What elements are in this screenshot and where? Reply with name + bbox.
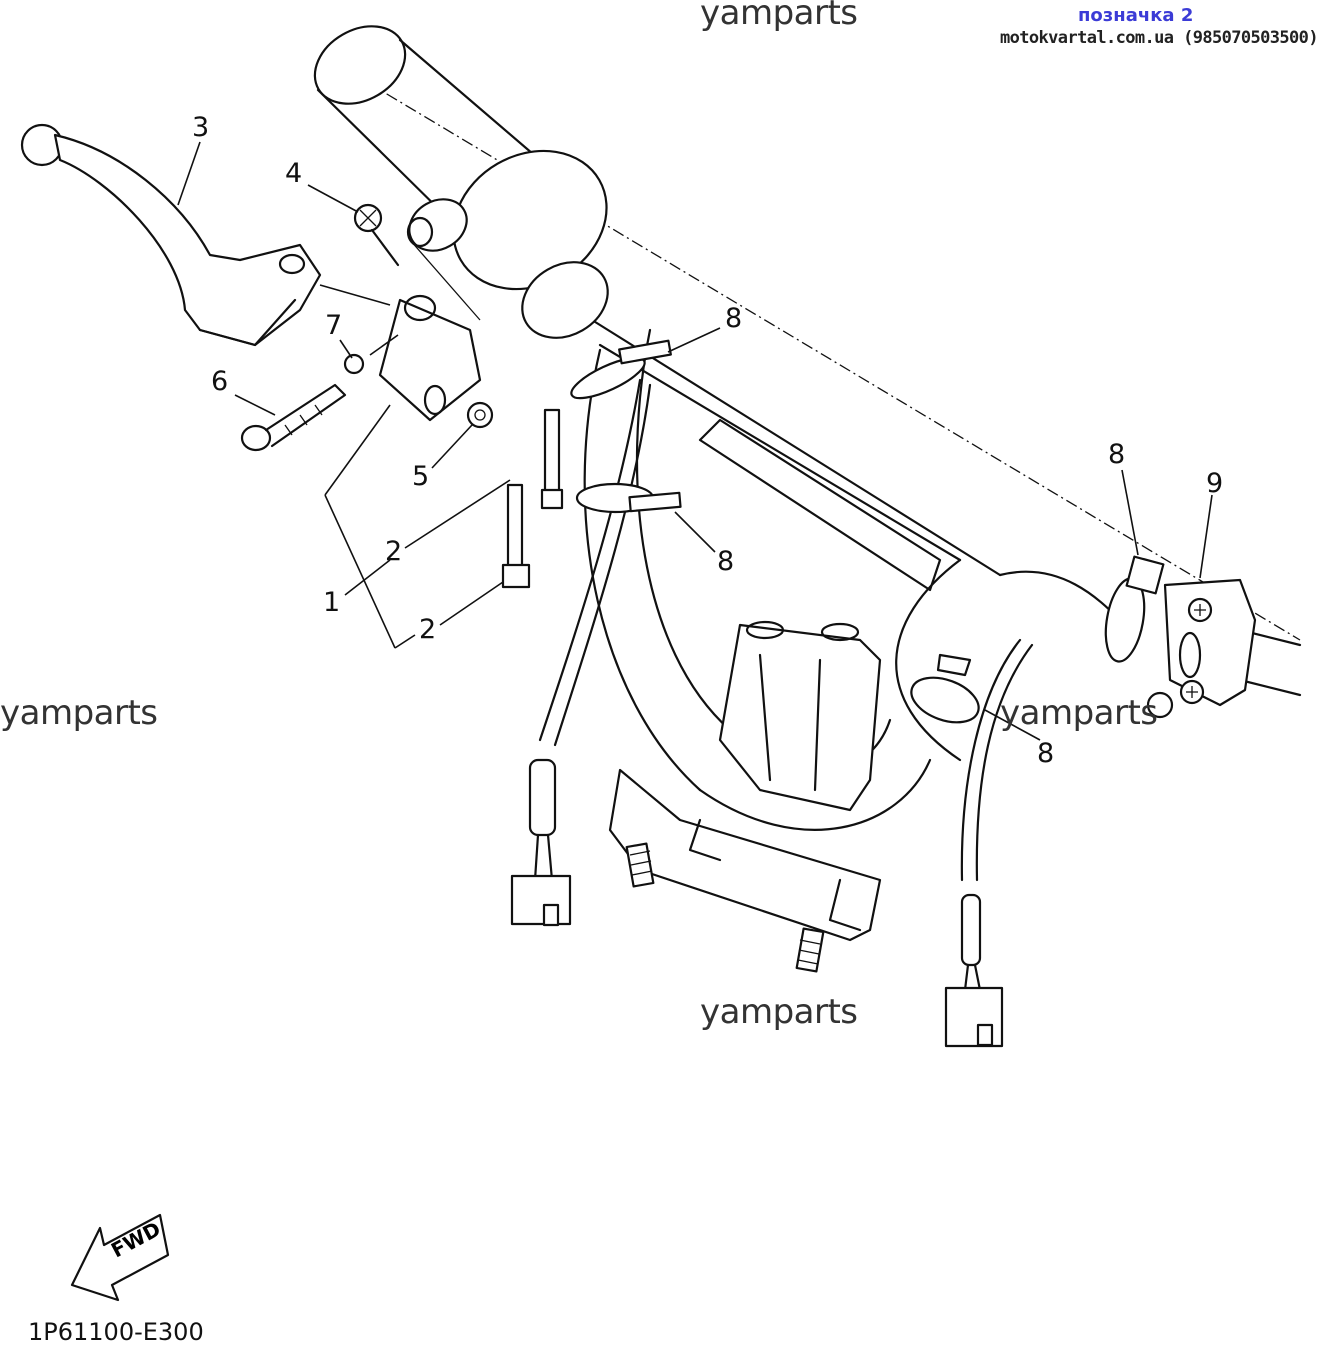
band-8-right	[910, 653, 980, 724]
callout-2-lower: 2	[419, 614, 437, 645]
watermark: yamparts	[1000, 693, 1158, 733]
wire-left	[510, 378, 652, 927]
nut-5	[466, 401, 494, 429]
clutch-lever	[20, 123, 322, 347]
leader-lines	[177, 141, 1213, 741]
bolt-6	[240, 383, 347, 452]
band-8-far-right	[1104, 555, 1165, 663]
callout-7: 7	[325, 310, 343, 341]
callout-8-upper: 8	[725, 303, 743, 334]
wire-right	[944, 638, 1034, 1048]
throttle-grip	[313, 25, 609, 339]
diagram-code: 1P61100-E300	[28, 1318, 204, 1346]
watermark: yamparts	[700, 0, 858, 33]
callout-3: 3	[192, 112, 210, 143]
callout-8-right: 8	[1037, 738, 1055, 769]
band-8-mid	[575, 482, 682, 514]
handlebar	[329, 59, 1302, 831]
switch-9	[1146, 578, 1257, 719]
callout-4: 4	[285, 158, 303, 189]
callout-8-far-right: 8	[1108, 439, 1126, 470]
lever-holder	[378, 239, 482, 422]
callout-9: 9	[1206, 468, 1224, 499]
watermark: yamparts	[700, 992, 858, 1032]
callout-6: 6	[211, 366, 229, 397]
callout-1: 1	[323, 587, 341, 618]
callout-8-mid: 8	[717, 546, 735, 577]
contact-info: motokvartal.com.ua (985070503500)	[1000, 28, 1318, 48]
screw-2a	[540, 408, 564, 510]
callout-5: 5	[412, 461, 430, 492]
label-link[interactable]: позначка 2	[1078, 5, 1194, 26]
fwd-arrow	[70, 1213, 170, 1302]
watermark: yamparts	[0, 693, 158, 733]
handlebar-clamp	[608, 620, 882, 973]
nut-7	[343, 353, 365, 375]
screw-2b	[501, 483, 531, 589]
band-8-upper	[570, 339, 672, 400]
screw-4	[353, 203, 400, 267]
callout-2-upper: 2	[385, 536, 403, 567]
